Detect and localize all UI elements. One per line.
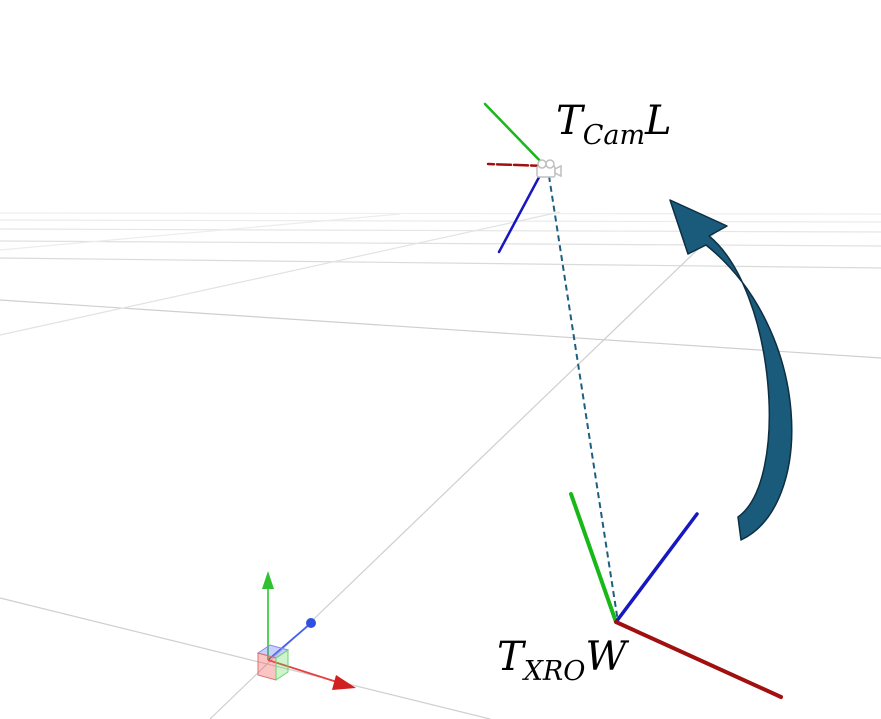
camera-y-axis xyxy=(483,102,547,168)
camera-frame-axes xyxy=(483,102,547,254)
camera-label-base: T xyxy=(556,98,586,144)
gizmo-cube-right xyxy=(275,649,289,681)
frame-link-line xyxy=(548,175,619,623)
grid-line xyxy=(0,228,881,233)
xro-label-base: T xyxy=(497,634,527,680)
grid-line xyxy=(0,212,881,215)
camera-x-axis xyxy=(486,162,547,168)
camera-icon xyxy=(536,159,562,178)
gizmo-x-axis xyxy=(267,659,341,684)
grid-line xyxy=(0,597,491,719)
grid-line xyxy=(0,299,881,359)
camera-label-subscript: Cam xyxy=(583,120,645,151)
grid-line xyxy=(0,219,881,223)
xro-label-suffix: W xyxy=(585,634,629,680)
grid-line xyxy=(0,213,401,251)
xro-z-axis xyxy=(614,512,699,624)
grid-line xyxy=(0,211,561,336)
xro-label-subscript: XRO xyxy=(522,656,586,687)
camera-label-suffix: L xyxy=(644,98,672,144)
gizmo-z-handle xyxy=(306,618,316,628)
gizmo-x-arrowhead xyxy=(332,675,356,690)
camera-z-axis xyxy=(497,164,547,254)
xro-frame-axes xyxy=(569,492,783,699)
camera-frame-label: TCamL xyxy=(556,98,672,151)
xro-y-axis xyxy=(569,492,618,624)
grid-line xyxy=(0,257,881,269)
xro-frame-label: TXROW xyxy=(497,634,629,687)
curved-arrow-icon xyxy=(669,199,793,541)
gizmo-z-axis xyxy=(267,623,311,661)
xro-x-axis xyxy=(614,620,783,699)
transform-gizmo-icon xyxy=(256,571,356,690)
gizmo-cube-left xyxy=(257,652,277,681)
grid-line xyxy=(0,240,881,247)
gizmo-y-arrowhead xyxy=(262,571,274,589)
grid-line xyxy=(209,227,721,719)
ground-grid xyxy=(0,211,881,719)
